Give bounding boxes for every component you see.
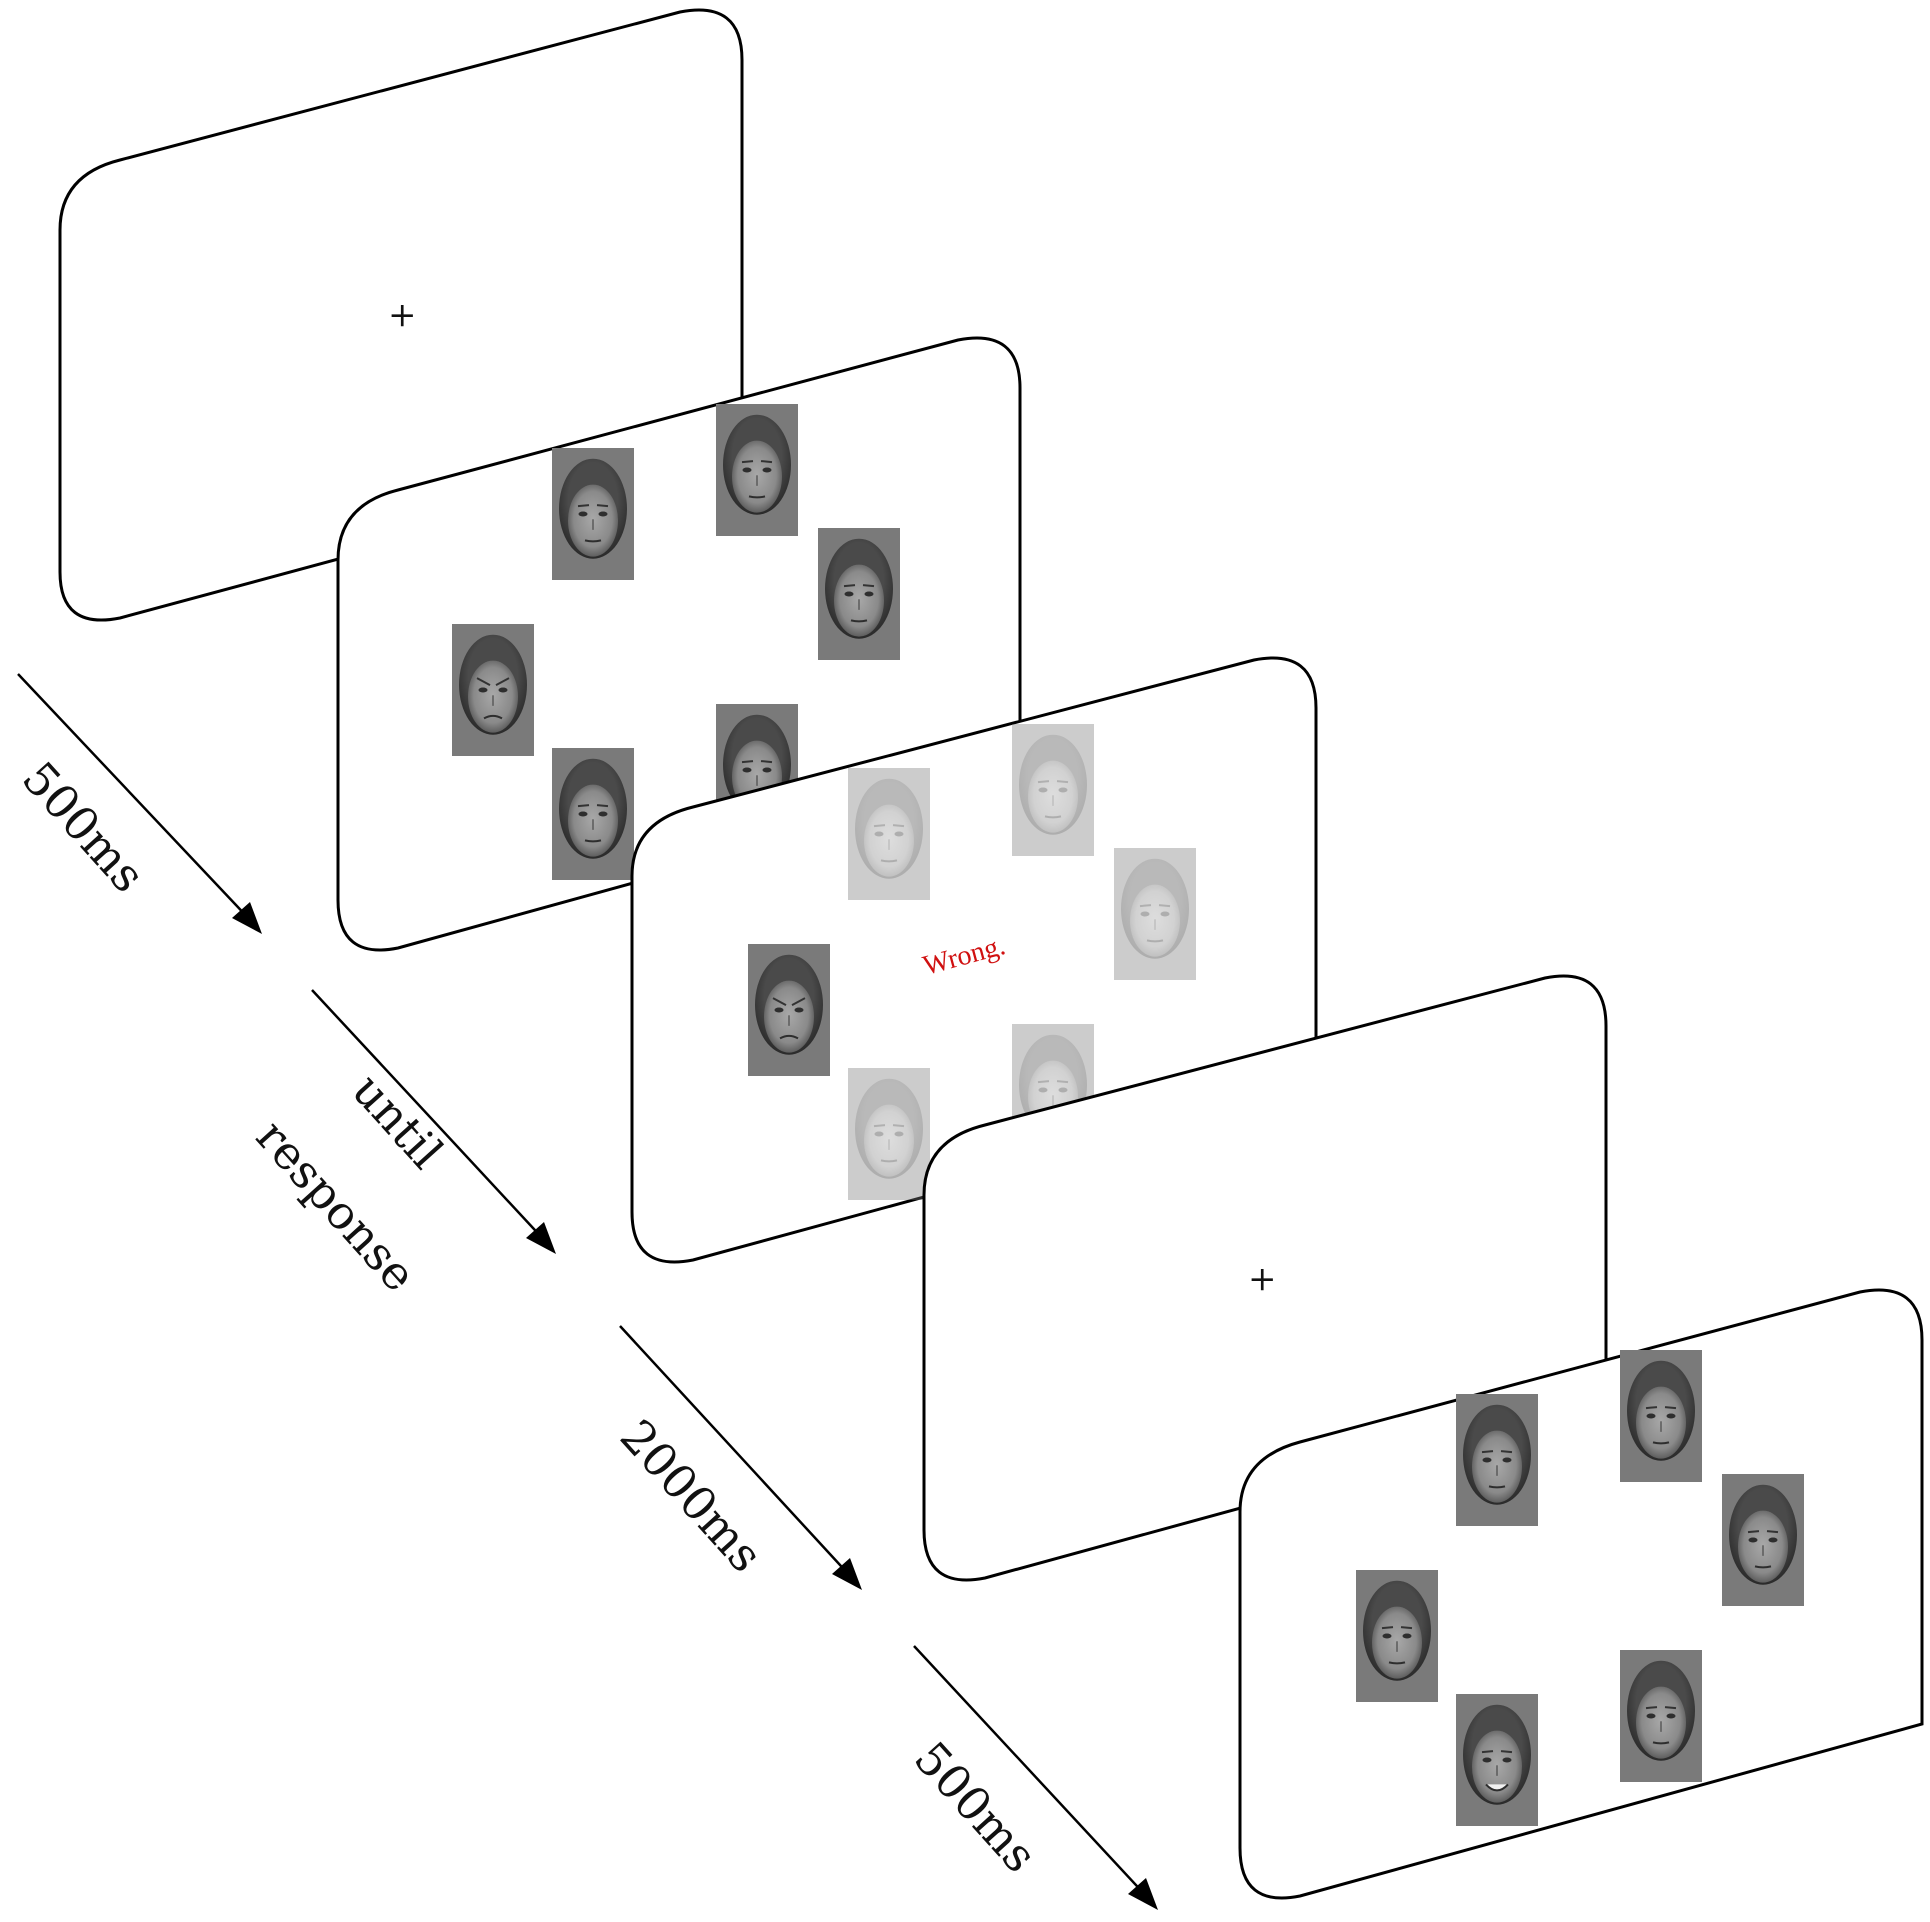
face-angry xyxy=(748,944,830,1076)
face-happy xyxy=(1456,1694,1538,1826)
face-neutral xyxy=(1114,848,1196,980)
face-array xyxy=(1356,1350,1804,1826)
timing-label-until: until xyxy=(342,1063,454,1179)
face-neutral xyxy=(1722,1474,1804,1606)
face-neutral xyxy=(1620,1350,1702,1482)
screen-frame xyxy=(1238,1288,1924,1900)
screen-search-array-2 xyxy=(1238,1288,1924,1900)
timing-label-fixation-2: 500ms xyxy=(904,1731,1048,1882)
timing-arrow-2 xyxy=(311,989,556,1254)
screen-search-array-1 xyxy=(336,336,1022,952)
timing-label-fixation: 500ms xyxy=(12,751,156,902)
face-neutral xyxy=(1620,1650,1702,1782)
face-neutral xyxy=(1456,1394,1538,1526)
face-angry xyxy=(452,624,534,756)
face-neutral xyxy=(552,448,634,580)
face-neutral xyxy=(818,528,900,660)
face-neutral xyxy=(1356,1570,1438,1702)
timing-arrow-1 xyxy=(17,673,262,934)
timing-arrow-4 xyxy=(913,1645,1158,1910)
timing-arrow-3 xyxy=(619,1325,862,1590)
face-neutral xyxy=(552,748,634,880)
face-neutral xyxy=(1012,724,1094,856)
face-neutral xyxy=(716,404,798,536)
timing-label-feedback: 2000ms xyxy=(610,1409,773,1582)
face-neutral xyxy=(848,1068,930,1200)
face-neutral xyxy=(848,768,930,900)
fixation-cross: + xyxy=(1248,1259,1277,1299)
face-array xyxy=(452,404,900,880)
fixation-cross: + xyxy=(388,295,417,335)
